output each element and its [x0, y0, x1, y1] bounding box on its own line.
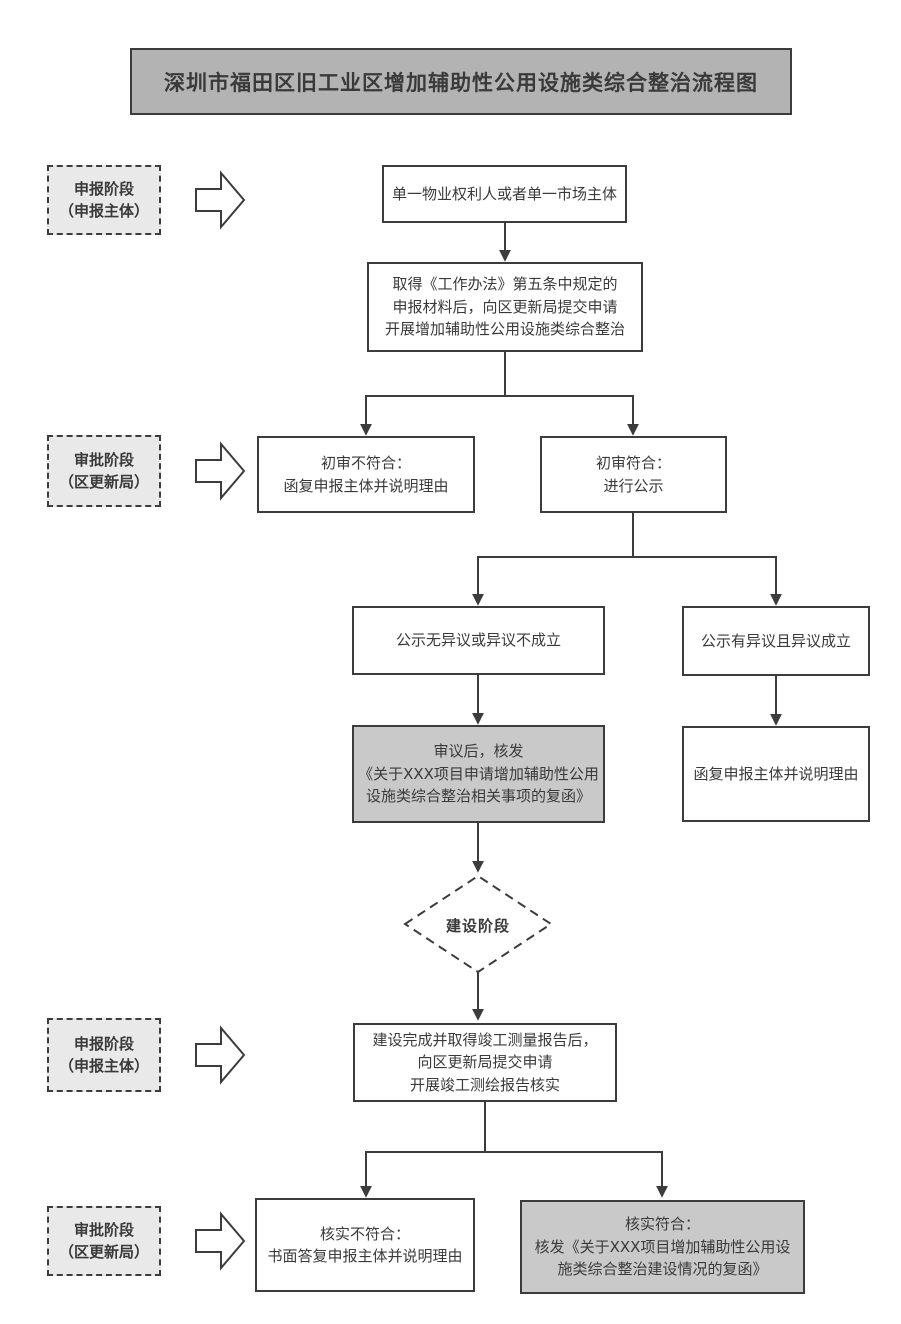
node-verify-fail: 核实不符合： 书面答复申报主体并说明理由 — [255, 1198, 475, 1292]
stage-label-declare-2: 申报阶段 （申报主体） — [47, 1018, 161, 1092]
flowchart-title: 深圳市福田区旧工业区增加辅助性公用设施类综合整治流程图 — [130, 48, 792, 115]
node-completion-submit: 建设完成并取得竣工测量报告后， 向区更新局提交申请 开展竣工测绘报告核实 — [353, 1023, 617, 1102]
stage-arrow-icon — [195, 1025, 246, 1085]
stage-label-approve-2: 审批阶段 （区更新局） — [47, 1206, 161, 1276]
node-applicant: 单一物业权利人或者单一市场主体 — [382, 165, 627, 223]
node-issue-approval-letter: 审议后，核发 《关于XXX项目申请增加辅助性公用 设施类综合整治相关事项的复函》 — [352, 725, 605, 823]
node-no-objection: 公示无异议或异议不成立 — [352, 606, 605, 675]
node-objection-upheld: 公示有异议且异议成立 — [682, 606, 870, 676]
node-submit-application: 取得《工作办法》第五条中规定的 申报材料后，向区更新局提交申请 开展增加辅助性公… — [367, 262, 643, 352]
construction-stage-label: 建设阶段 — [445, 917, 510, 935]
node-verify-pass: 核实符合： 核发《关于XXX项目增加辅助性公用设 施类综合整治建设情况的复函》 — [520, 1200, 805, 1294]
stage-arrow-icon — [195, 1211, 246, 1271]
stage-label-approve-1: 审批阶段 （区更新局） — [47, 435, 161, 507]
construction-stage-diamond — [403, 874, 553, 974]
node-initial-review-pass: 初审符合： 进行公示 — [540, 436, 727, 513]
stage-label-declare-1: 申报阶段 （申报主体） — [47, 165, 161, 235]
node-initial-review-fail: 初审不符合： 函复申报主体并说明理由 — [257, 436, 475, 513]
stage-arrow-icon — [195, 441, 246, 501]
stage-arrow-icon — [195, 170, 246, 230]
node-reply-with-reasons: 函复申报主体并说明理由 — [682, 726, 870, 822]
flow-connectors — [360, 223, 782, 1198]
